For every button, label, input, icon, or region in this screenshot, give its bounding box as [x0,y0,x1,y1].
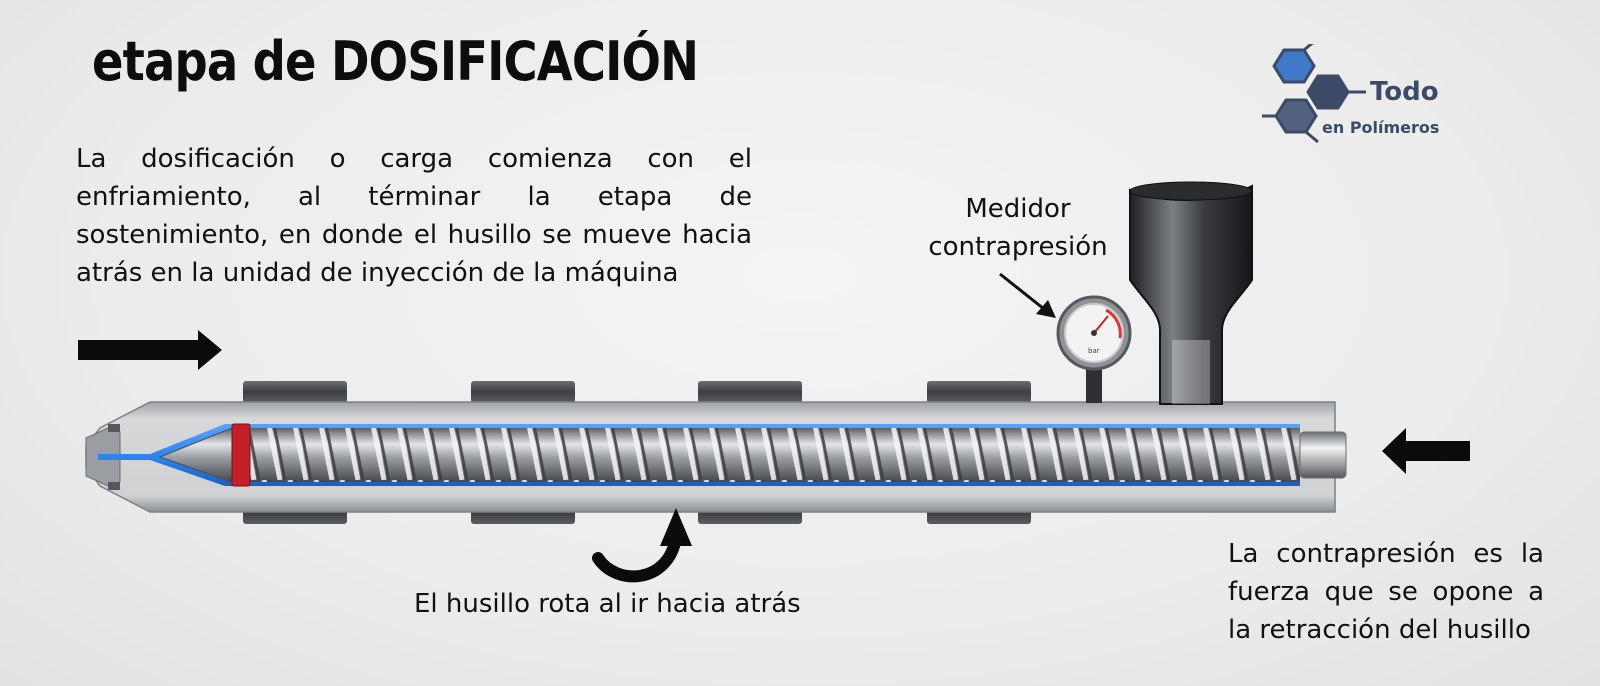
screw-rotation-label: El husillo rota al ir hacia atrás [414,589,801,619]
page-title: etapa de DOSIFICACIÓN [92,30,699,93]
pressure-gauge [1056,295,1132,403]
gauge-label-line2: contrapresión [928,232,1108,262]
right-arrow-icon [1382,428,1470,474]
logo-word-polimeros: en Polímeros [1322,118,1440,137]
left-arrow-icon [78,330,222,370]
logo-word-todo: Todo [1370,77,1439,107]
back-pressure-label: La contrapresión es la fuerza que se opo… [1228,539,1544,645]
screw-shaft [1299,431,1347,479]
rotation-arrow-icon [592,508,692,583]
gauge-unit: bar [1088,347,1100,355]
check-ring [231,423,251,487]
gauge-label-line1: Medidor [965,194,1071,224]
logo-icon [1262,44,1366,144]
intro-paragraph: La dosificación o carga comienza con el … [76,144,752,288]
gauge-label: Medidor contrapresión [918,190,1118,266]
gauge-pointer-arrow [999,272,1056,318]
hopper [1129,181,1253,405]
